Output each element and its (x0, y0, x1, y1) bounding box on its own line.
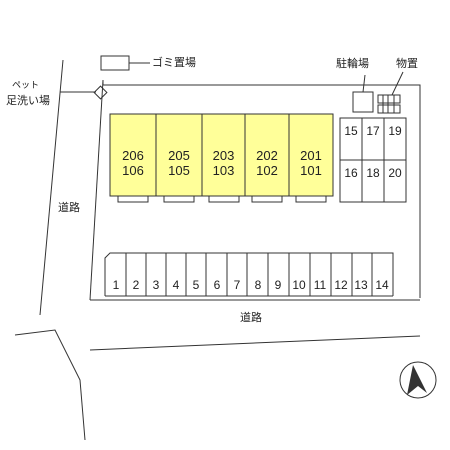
building-201-label: 201 101 (289, 148, 333, 178)
road-left-edge-inner (89, 79, 104, 301)
road-bottom-label: 道路 (240, 311, 262, 324)
parking-slot: 9 (274, 278, 282, 292)
unit-lower: 106 (122, 163, 144, 178)
pet-wash-marker (93, 85, 108, 100)
step-203 (208, 195, 240, 203)
storage-leader (391, 71, 404, 96)
parking-slot: 6 (213, 278, 221, 292)
unit-lower: 101 (300, 163, 322, 178)
north-arrow-icon (399, 361, 437, 399)
road-bottom-curve-left (14, 329, 86, 441)
parking-slot: 12 (334, 278, 348, 292)
unit-lower: 103 (212, 163, 235, 178)
unit-lower: 105 (168, 163, 190, 178)
building-206-label: 206 106 (110, 148, 156, 178)
parking-slot: 15 (344, 124, 358, 138)
bicycle-box (352, 91, 374, 113)
parking-slot: 8 (254, 278, 262, 292)
parking-slot: 14 (375, 278, 389, 292)
unit-upper: 202 (256, 148, 278, 163)
pet-wash-label: 足洗い場 (6, 94, 50, 107)
building-201 (288, 113, 334, 197)
gomi-box (100, 55, 130, 71)
road-left-label: 道路 (58, 201, 80, 214)
bicycle-label: 駐輪場 (336, 57, 369, 70)
parking-slot: 7 (233, 278, 241, 292)
parking-slot: 4 (172, 278, 180, 292)
parking-slot: 1 (112, 278, 120, 292)
unit-upper: 203 (212, 148, 235, 163)
unit-lower: 102 (256, 163, 278, 178)
unit-upper: 205 (168, 148, 190, 163)
unit-upper: 201 (300, 148, 322, 163)
parking-slot: 16 (344, 166, 358, 180)
step-205 (163, 195, 195, 203)
pet-label: ペット (12, 81, 40, 91)
parking-slot: 2 (132, 278, 140, 292)
bicycle-leader (362, 74, 366, 93)
parking-slot: 19 (388, 124, 402, 138)
road-left-edge-outer (39, 59, 64, 316)
parking-slot: 13 (354, 278, 368, 292)
step-201 (295, 195, 327, 203)
parking-slot: 3 (152, 278, 160, 292)
building-203-label: 203 103 (202, 148, 245, 178)
parking-slot: 10 (292, 278, 306, 292)
storage-box-1 (377, 94, 401, 104)
buildings-group (109, 113, 334, 197)
building-206 (109, 113, 157, 197)
building-202-label: 202 102 (245, 148, 289, 178)
parking-slot: 11 (313, 278, 327, 292)
parking-slot: 18 (366, 166, 380, 180)
parking-slot: 17 (366, 124, 380, 138)
parking-slot: 20 (388, 166, 402, 180)
storage-label: 物置 (396, 57, 418, 70)
parking-bottom-outline (104, 252, 394, 296)
step-206 (117, 195, 149, 203)
parking-slot: 5 (192, 278, 200, 292)
step-202 (251, 195, 283, 203)
building-205-label: 205 105 (156, 148, 202, 178)
road-bottom-edge-bottom (89, 335, 421, 351)
site-boundary (102, 80, 421, 298)
gomi-label: ゴミ置場 (152, 56, 196, 69)
unit-upper: 206 (122, 148, 144, 163)
storage-box-2 (377, 104, 401, 114)
